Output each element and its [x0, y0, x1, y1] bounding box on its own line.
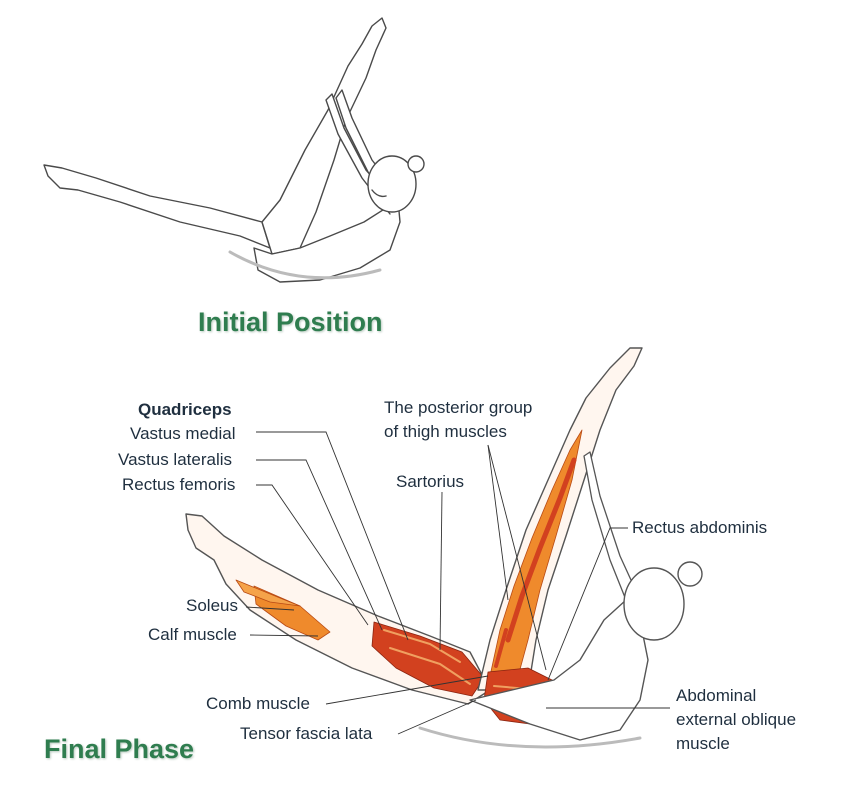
posterior-group-label-line2: of thigh muscles [384, 422, 507, 441]
rectus-abdominis-label: Rectus abdominis [632, 518, 768, 537]
leader-soleus [245, 606, 295, 611]
final-phase-heading: Final Phase [44, 734, 195, 764]
quadriceps-label: Quadriceps [138, 400, 232, 419]
head [623, 567, 685, 641]
oblique-label-line3: muscle [676, 734, 730, 753]
posterior-group-label-line1: The posterior group [384, 398, 533, 417]
leader-sartorius [439, 491, 443, 651]
soleus-muscle-shape [235, 579, 301, 607]
leader-vastus-medial [256, 431, 409, 641]
initial-position-heading: Initial Position [198, 307, 383, 337]
leader-posterior-b [487, 444, 509, 601]
leader-comb-muscle [325, 675, 489, 705]
leader-lines [245, 431, 670, 735]
rectus-femoris-label: Rectus femoris [122, 475, 236, 494]
oblique-label-line2: external oblique [676, 710, 797, 729]
initial-position-figure [43, 17, 425, 283]
comb-muscle-label: Comb muscle [206, 694, 310, 713]
leader-rectus-femoris [256, 484, 369, 626]
leader-tensor-fascia-lata [397, 699, 477, 735]
leader-rectus-abdominis [547, 527, 628, 681]
torso [469, 599, 649, 741]
calf-muscle-label: Calf muscle [148, 625, 237, 644]
sartorius-label: Sartorius [396, 472, 465, 491]
vastus-medial-label: Vastus medial [130, 424, 236, 443]
tensor-fascia-lata-label: Tensor fascia lata [240, 724, 373, 743]
vastus-lateralis-label: Vastus lateralis [118, 450, 233, 469]
soleus-label: Soleus [186, 596, 238, 615]
extended-thigh-muscles [371, 621, 485, 697]
final-phase-figure [185, 347, 703, 749]
leader-vastus-lateralis [256, 459, 383, 631]
leader-posterior-a [487, 444, 547, 671]
leader-calf-muscle [249, 634, 319, 637]
oblique-label-line1: Abdominal [676, 686, 757, 705]
